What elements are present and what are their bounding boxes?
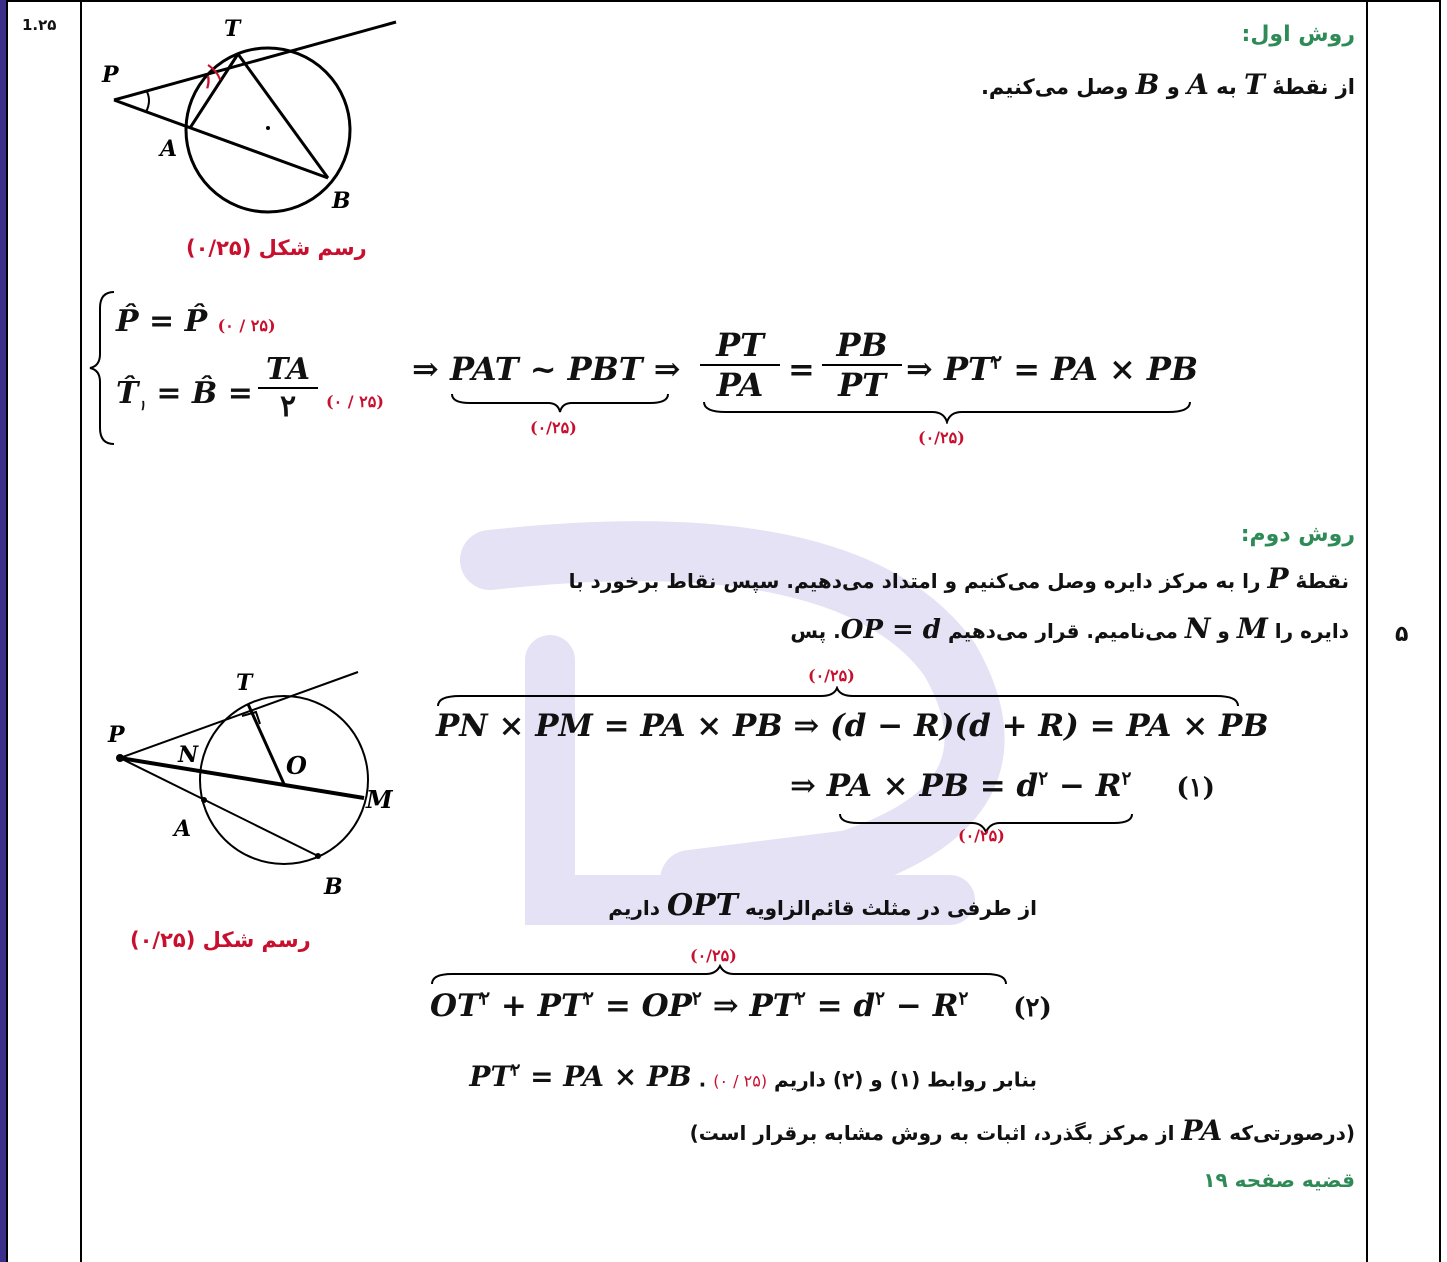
label-A: A — [158, 136, 177, 162]
method2-line2: دایره را M و N می‌نامیم. قرار می‌دهیم OP… — [790, 612, 1349, 645]
label-T: T — [236, 670, 254, 696]
eq-arc-fraction: TA ۲ — [258, 352, 318, 424]
left-color-bar — [0, 0, 6, 1262]
ratio-underbrace — [703, 401, 1191, 424]
conclusion-line: بنابر روابط (۱) و (۲) داریم PT۲ = PA × P… — [469, 1060, 1037, 1094]
eq2-underbrace — [839, 813, 1133, 834]
eq2: ⇒ PA × PB = d۲ − R۲ (۱) — [790, 768, 1215, 804]
right-triangle-sentence: از طرفی در مثلث قائم‌الزاویه OPT داریم — [608, 888, 1037, 923]
eq3: OT۲ + PT۲ = OP۲ ⇒ PT۲ = d۲ − R۲ (۲) — [430, 988, 1052, 1024]
left-brace — [89, 291, 115, 445]
label-M: M — [365, 785, 394, 814]
ratio-score: (۰/۲۵) — [918, 428, 965, 447]
method1-figure: P T A B ۱ — [101, 16, 397, 214]
ratio-2: PB PT — [822, 326, 902, 404]
number-column-divider — [1366, 0, 1368, 1262]
label-O: O — [286, 751, 307, 780]
label-A: A — [172, 816, 191, 842]
label-P: P — [101, 62, 120, 88]
method2-line1: نقطهٔ P را به مرکز دایره وصل می‌کنیم و ا… — [568, 562, 1349, 595]
score-column-divider — [80, 0, 82, 1262]
eq3-score: (۰/۲۵) — [690, 946, 737, 965]
method1-figure-caption: رسم شکل (۰/۲۵) — [186, 236, 367, 260]
table-frame — [6, 0, 1441, 1262]
method2-title: روش دوم: — [1240, 522, 1355, 547]
ratio-1: PT PA — [700, 326, 780, 404]
label-B: B — [323, 874, 343, 900]
watermark-logo — [460, 521, 1005, 925]
eq-angle-P: P̂ = P̂ (۰ / ۲۵) — [116, 304, 276, 339]
eq1: PN × PM = PA × PB ⇒ (d − R)(d + R) = PA … — [436, 708, 1269, 744]
similarity-underbrace — [451, 393, 669, 413]
page-reference: قضیه صفحه ۱۹ — [1203, 1168, 1355, 1192]
label-T: T — [224, 16, 242, 42]
ratio-result: ⇒ PT۲ = PA × PB — [906, 350, 1198, 388]
question-number: ۵ — [1395, 622, 1409, 647]
label-one: ۱ — [202, 72, 212, 93]
ratio-equal: = — [788, 350, 815, 388]
note-line: (درصورتی‌که PA از مرکز بگذرد، اثبات به ر… — [689, 1114, 1355, 1147]
eq2-score: (۰/۲۵) — [958, 826, 1005, 845]
method2-figure: P T N O M A B — [107, 670, 394, 900]
label-P: P — [107, 722, 126, 748]
label-N: N — [177, 742, 199, 768]
eq-similarity: ⇒ PAT ~ PBT ⇒ — [412, 350, 681, 388]
label-B: B — [331, 188, 351, 214]
eq3-overbrace — [431, 964, 1007, 985]
similarity-score: (۰/۲۵) — [530, 418, 577, 437]
eq1-score: (۰/۲۵) — [808, 666, 855, 685]
method1-line1: از نقطهٔ T به A و B وصل می‌کنیم. — [980, 68, 1355, 101]
eq-angle-T-score: (۰ / ۲۵) — [326, 392, 384, 411]
eq1-overbrace — [437, 686, 1239, 707]
eq-angle-T: T̂۱ = B̂ = — [116, 376, 253, 414]
method1-title: روش اول: — [1241, 22, 1355, 47]
method2-figure-caption: رسم شکل (۰/۲۵) — [130, 928, 311, 952]
score-cell: 1.۲۵ — [22, 16, 57, 34]
